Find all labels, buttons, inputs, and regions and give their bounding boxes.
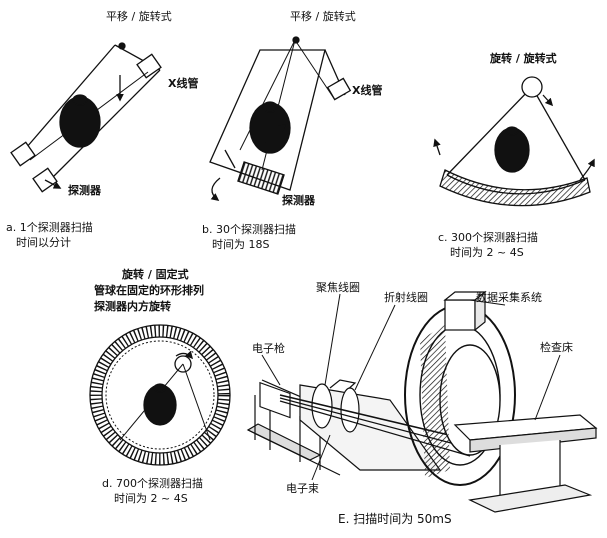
panel-a-title: 平移 / 旋转式	[106, 10, 172, 23]
electron-beam-label: 电子束	[286, 482, 319, 495]
electron-gun-housing	[259, 381, 291, 419]
panel-c-diagram	[433, 76, 595, 207]
gantry-rail-left	[19, 44, 116, 156]
daq-box	[444, 299, 476, 331]
xray-tube-box	[326, 77, 352, 101]
exam-table-label: 检查床	[540, 341, 573, 354]
daq-system-label: 数据采集系统	[476, 291, 542, 304]
panel-a-caption: a. 1个探测器扫描 时间以分计	[6, 220, 93, 250]
panel-c-title: 旋转 / 旋转式	[490, 52, 557, 65]
panel-e-diagram	[246, 290, 598, 513]
panel-b-caption-line1: b. 30个探测器扫描	[202, 223, 296, 236]
panel-a-caption-line1: a. 1个探测器扫描	[6, 221, 93, 234]
panel-d-desc-line2: 探测器内方旋转	[94, 300, 171, 313]
base-frame	[246, 423, 322, 461]
exam-table-base	[468, 484, 593, 513]
xray-tube-box	[136, 53, 162, 79]
panel-d-desc-line1: 管球在固定的环形排列	[94, 284, 204, 297]
panel-b-diagram	[209, 36, 352, 201]
panel-d-title: 旋转 / 固定式	[122, 268, 189, 281]
panel-a-tube-label: X线管	[168, 77, 199, 90]
panel-b-caption-line2: 时间为 18S	[212, 238, 270, 251]
panel-e-caption: E. 扫描时间为 50mS	[338, 512, 452, 526]
panel-b-caption: b. 30个探测器扫描 时间为 18S	[202, 222, 296, 252]
panel-a-caption-line2: 时间以分计	[16, 236, 71, 249]
panel-a-diagram	[10, 42, 162, 193]
panel-c-caption: c. 300个探测器扫描 时间为 2 ~ 4S	[438, 230, 538, 260]
stationary-detector-ring	[90, 325, 230, 465]
panel-b-title: 平移 / 旋转式	[290, 10, 356, 23]
electron-gun-label: 电子枪	[252, 342, 285, 355]
xray-tube-circle	[521, 76, 543, 98]
detector-array	[237, 161, 285, 195]
detector-box	[10, 141, 36, 167]
panel-a-detector-label: 探测器	[68, 184, 101, 197]
detector-arc	[439, 169, 591, 207]
panel-d-diagram	[89, 324, 231, 466]
panel-d-caption-line2: 时间为 2 ~ 4S	[114, 492, 188, 505]
panel-d-caption: d. 700个探测器扫描 时间为 2 ~ 4S	[102, 476, 203, 506]
panel-d-caption-line1: d. 700个探测器扫描	[102, 477, 203, 490]
panel-c-caption-line2: 时间为 2 ~ 4S	[450, 246, 524, 259]
deflection-coil-label: 折射线圈	[384, 291, 428, 304]
focus-coil-label: 聚焦线圈	[316, 281, 360, 294]
panel-b-tube-label: X线管	[352, 84, 383, 97]
panel-c-caption-line1: c. 300个探测器扫描	[438, 231, 539, 244]
gantry-rail-right	[44, 69, 161, 186]
panel-b-detector-label: 探测器	[282, 194, 315, 207]
